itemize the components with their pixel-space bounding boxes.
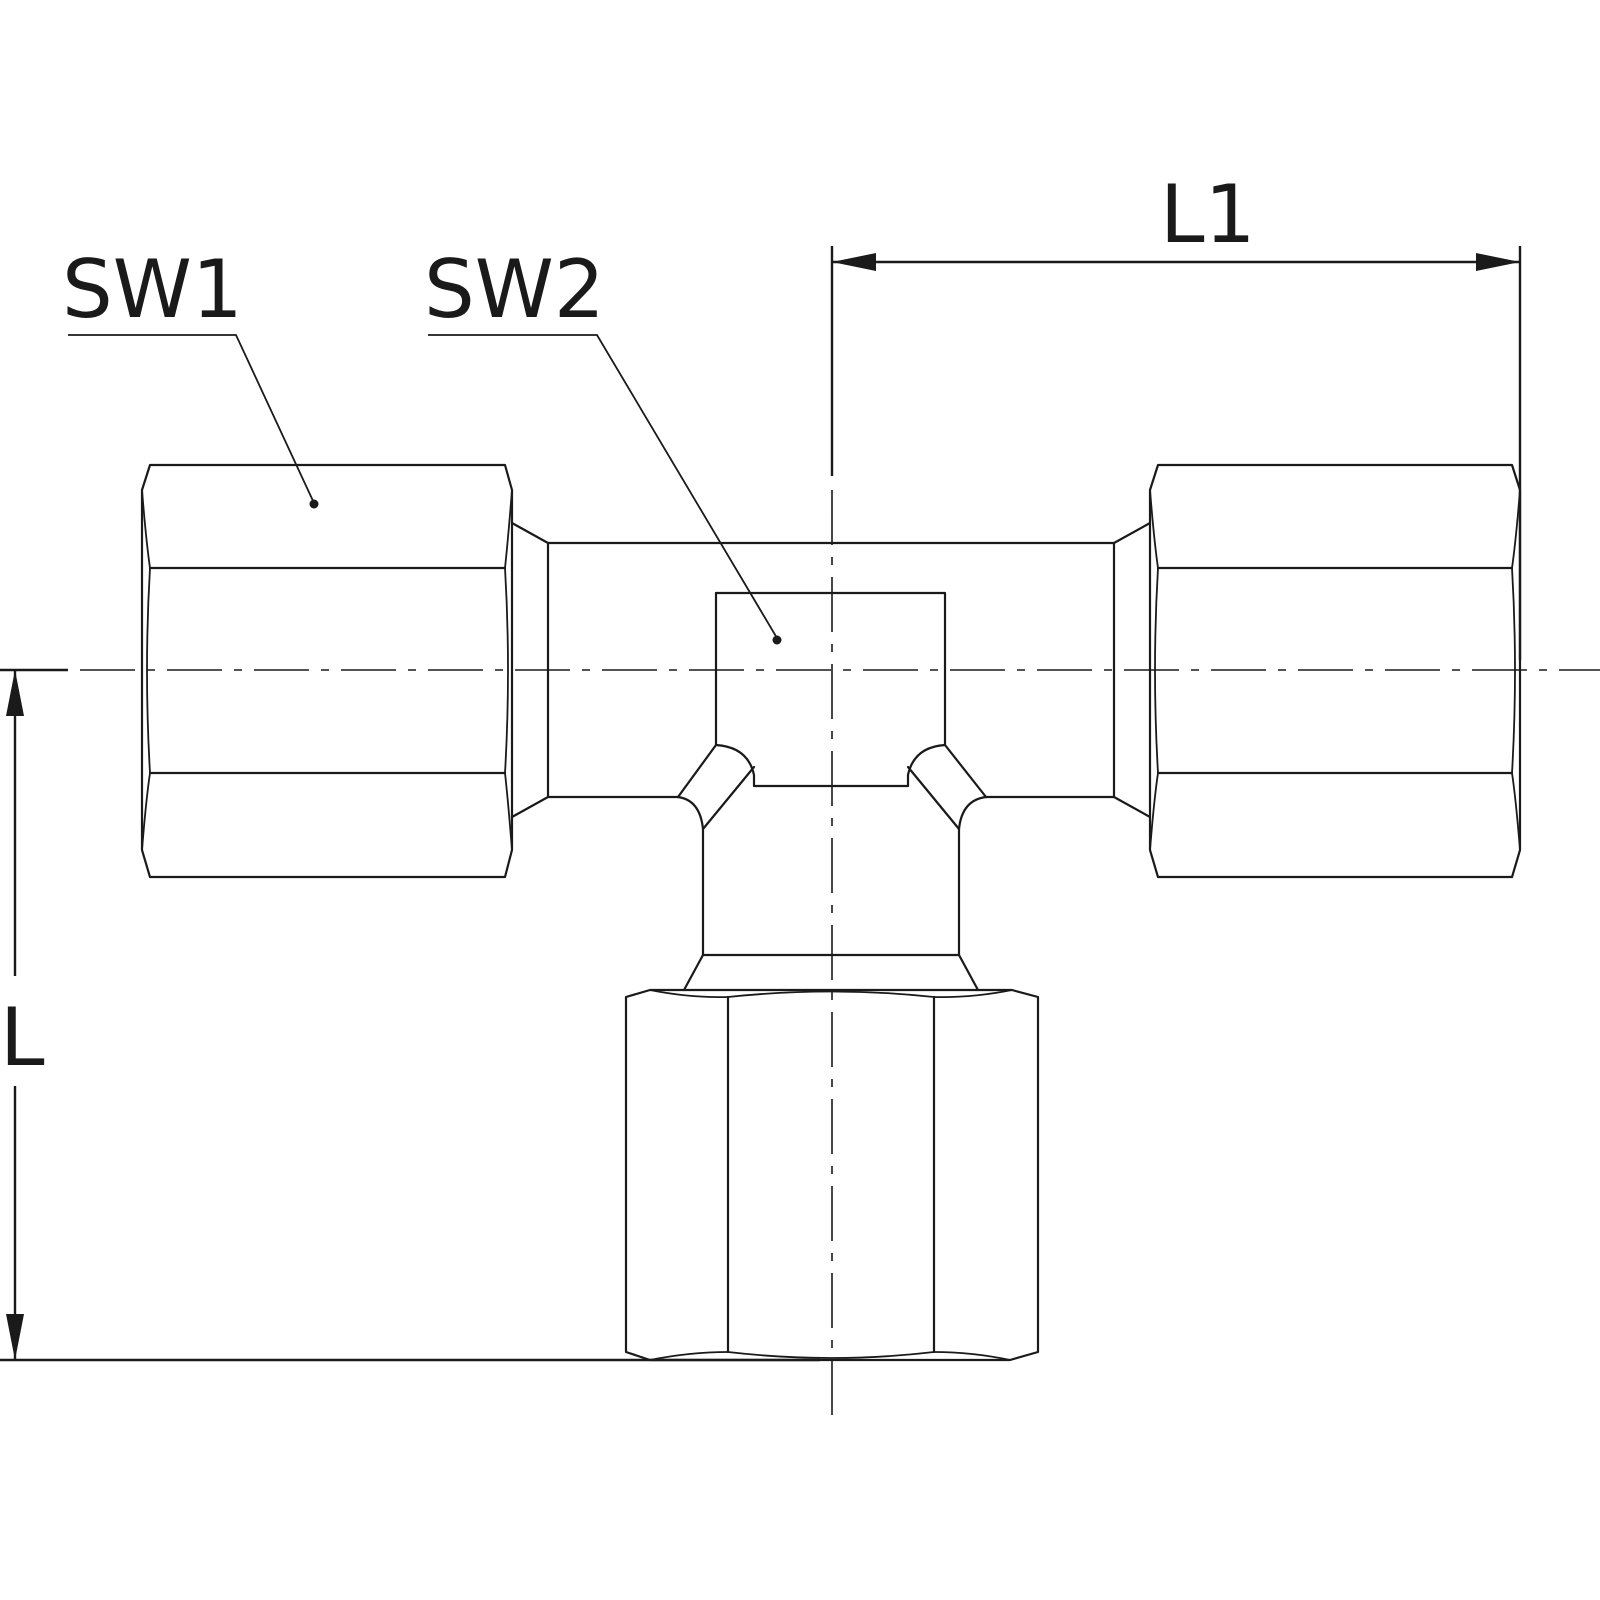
label-l: L (0, 991, 45, 1084)
sw2-leader (428, 334, 782, 645)
right-hex-nut (1148, 463, 1522, 879)
tee-body (510, 521, 1152, 992)
left-hex-nut (140, 463, 514, 879)
dimension-l (0, 668, 820, 1362)
bottom-hex-nut (624, 988, 1040, 1362)
dimension-l1 (830, 246, 1522, 660)
label-sw2: SW2 (424, 243, 605, 336)
sw1-leader (68, 334, 319, 509)
label-sw1: SW1 (62, 243, 243, 336)
label-l1: L1 (1160, 168, 1255, 261)
